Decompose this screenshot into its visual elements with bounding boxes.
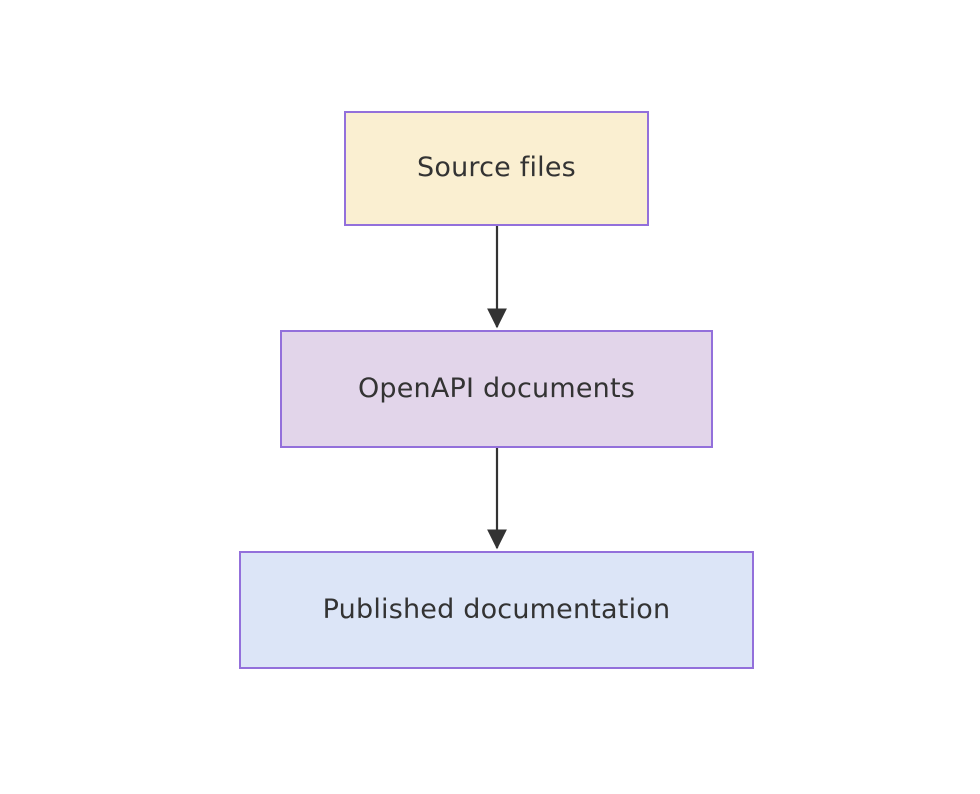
node-published-documentation[interactable]: Published documentation: [239, 551, 754, 669]
node-openapi-documents[interactable]: OpenAPI documents: [280, 330, 713, 448]
node-source-files-label: Source files: [417, 152, 576, 184]
node-published-documentation-label: Published documentation: [322, 593, 671, 625]
node-openapi-documents-label: OpenAPI documents: [357, 372, 636, 404]
node-source-files[interactable]: Source files: [344, 111, 649, 226]
